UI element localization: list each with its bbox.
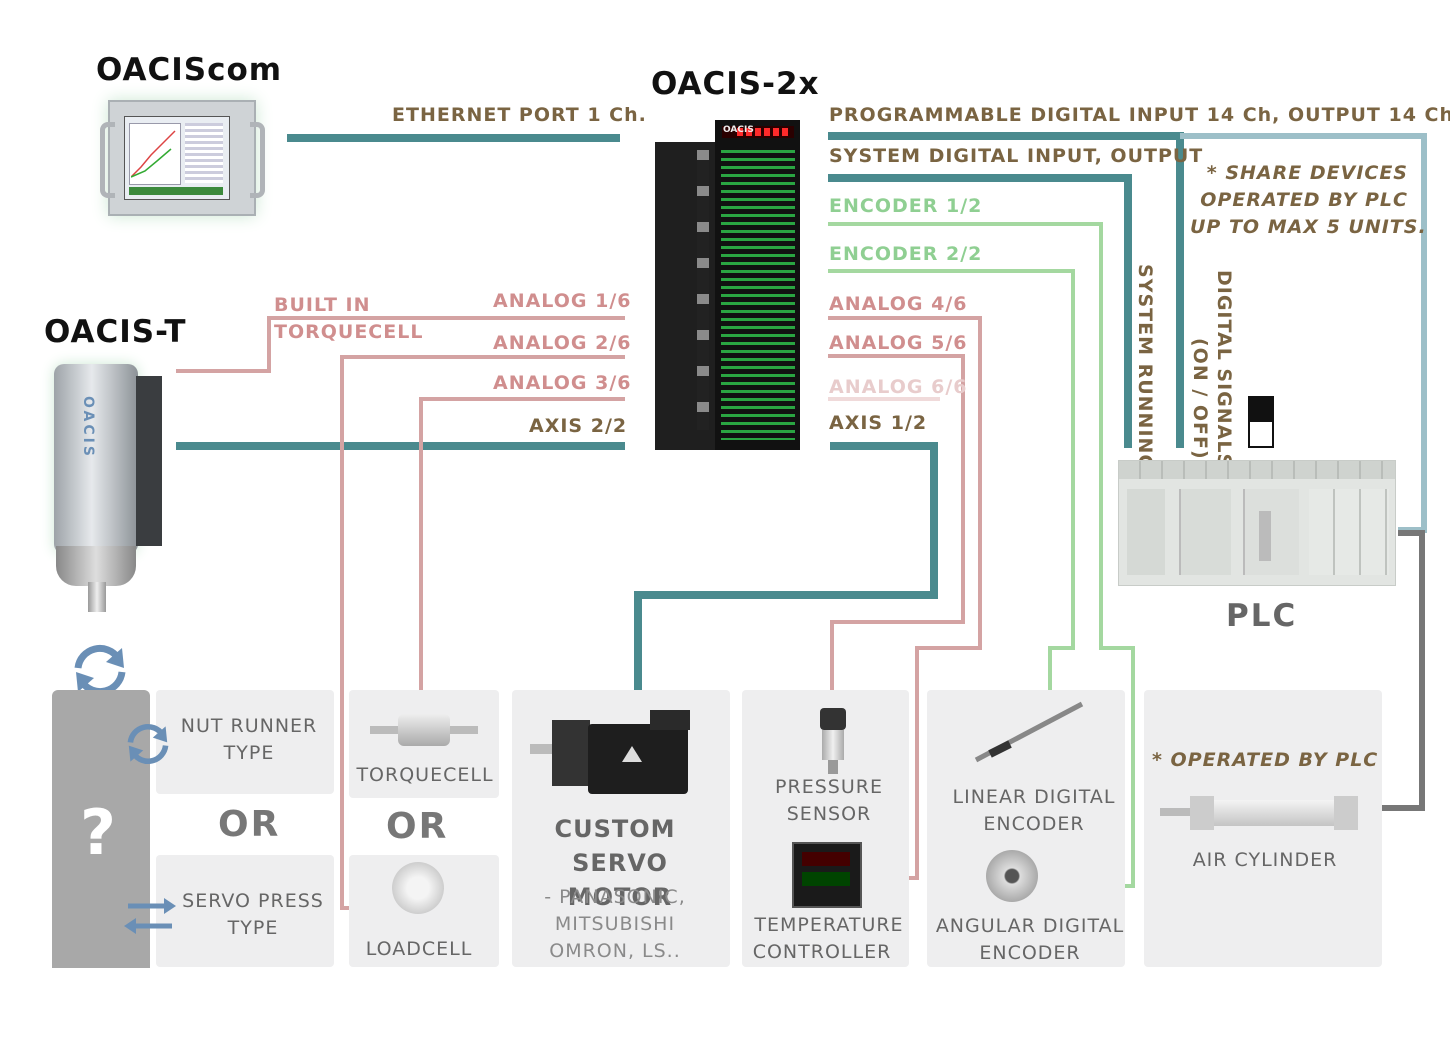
swap-arrows-icon bbox=[124, 898, 176, 934]
pressure-label-1: PRESSURE bbox=[775, 776, 883, 798]
custom-label-1: CUSTOM bbox=[554, 815, 676, 843]
air-cylinder-label: AIR CYLINDER bbox=[1192, 849, 1338, 871]
loadcell-image bbox=[392, 862, 444, 914]
encoder1-label: ENCODER 1/2 bbox=[829, 195, 983, 217]
oaciscom-handle-right bbox=[250, 122, 265, 198]
makers-label-3: OMRON, LS.. bbox=[549, 940, 681, 962]
oacist-brand: OACIS bbox=[80, 396, 96, 459]
nut-runner-label-2: TYPE bbox=[223, 742, 275, 764]
linear-encoder-image bbox=[974, 701, 1084, 763]
oacist-device: OACIS bbox=[52, 356, 167, 616]
angular-label-2: ENCODER bbox=[979, 942, 1081, 964]
sys-io-wire bbox=[828, 174, 1132, 448]
share-note-1: * SHARE DEVICES bbox=[1206, 162, 1408, 184]
on-off-label: (ON / OFF) bbox=[1189, 338, 1211, 460]
servo-press-box bbox=[156, 855, 334, 967]
analog3-wire bbox=[419, 397, 625, 700]
switch-icon bbox=[1248, 396, 1274, 448]
air-cylinder-wire bbox=[1374, 530, 1425, 811]
air-cylinder-image bbox=[1160, 790, 1360, 836]
servo-press-label-1: SERVO PRESS bbox=[182, 890, 324, 912]
plc-device bbox=[1118, 460, 1396, 586]
oacis2x-brand: OACIS bbox=[723, 125, 754, 135]
oaciscom-panel bbox=[100, 100, 270, 220]
share-note-3: UP TO MAX 5 UNITS. bbox=[1190, 216, 1427, 238]
temperature-controller-image bbox=[792, 842, 862, 908]
torquecell-label: TORQUECELL bbox=[356, 764, 494, 786]
makers-label-1: - PANASONIC, bbox=[544, 886, 686, 908]
encoder2-wire bbox=[828, 269, 1075, 710]
pressure-label-2: SENSOR bbox=[786, 803, 872, 825]
pressure-sensor-image bbox=[818, 708, 848, 774]
refresh-icon bbox=[127, 723, 169, 765]
oacis2x-controller: OACIS bbox=[655, 120, 800, 450]
angular-label-1: ANGULAR DIGITAL bbox=[935, 915, 1125, 937]
axis1-label: AXIS 1/2 bbox=[829, 412, 928, 434]
oaciscom-handle-left bbox=[100, 122, 115, 198]
nut-runner-label-1: NUT RUNNER bbox=[180, 715, 318, 737]
plc-operated-note: * OPERATED BY PLC bbox=[1152, 749, 1379, 771]
analog4-label: ANALOG 4/6 bbox=[829, 293, 968, 315]
or-label-1: OR bbox=[218, 804, 281, 845]
servo-motor-image bbox=[530, 706, 700, 798]
axis2-label: AXIS 2/2 bbox=[529, 415, 628, 437]
axis1-wire bbox=[634, 442, 938, 700]
analog5-wire bbox=[828, 354, 965, 700]
linear-label-1: LINEAR DIGITAL bbox=[952, 786, 1116, 808]
oacis2x-title: OACIS-2x bbox=[651, 66, 820, 102]
oaciscom-title: OACIScom bbox=[96, 52, 283, 88]
builtin-label-2: TORQUECELL bbox=[274, 321, 424, 343]
system-running-label: SYSTEM RUNNING bbox=[1134, 264, 1156, 472]
nut-runner-box bbox=[156, 690, 334, 794]
linear-label-2: ENCODER bbox=[983, 813, 1085, 835]
analog6-label: ANALOG 6/6 bbox=[829, 376, 968, 398]
ethernet-label: ETHERNET PORT 1 Ch. bbox=[392, 104, 647, 126]
analog5-label: ANALOG 5/6 bbox=[829, 332, 968, 354]
or-label-2: OR bbox=[386, 806, 449, 847]
temp-label-1: TEMPERATURE bbox=[754, 914, 904, 936]
analog3-label: ANALOG 3/6 bbox=[493, 372, 632, 394]
builtin-label-1: BUILT IN bbox=[274, 294, 371, 316]
question-icon: ? bbox=[80, 796, 116, 869]
oacist-title: OACIS-T bbox=[44, 314, 187, 350]
torquecell-image bbox=[370, 712, 478, 748]
loadcell-label: LOADCELL bbox=[365, 938, 473, 960]
servo-press-label-2: TYPE bbox=[227, 917, 279, 939]
share-note-2: OPERATED BY PLC bbox=[1200, 189, 1408, 211]
custom-label-2: SERVO MOTOR bbox=[567, 849, 673, 911]
encoder2-label: ENCODER 2/2 bbox=[829, 243, 983, 265]
analog1-label: ANALOG 1/6 bbox=[493, 290, 632, 312]
makers-label-2: MITSUBISHI bbox=[554, 913, 676, 935]
plc-title: PLC bbox=[1226, 598, 1298, 634]
temp-label-2: CONTROLLER bbox=[752, 941, 892, 963]
sys-io-label: SYSTEM DIGITAL INPUT, OUTPUT bbox=[829, 145, 1204, 167]
prog-io-label: PROGRAMMABLE DIGITAL INPUT 14 Ch, OUTPUT… bbox=[829, 104, 1450, 126]
builtin-torquecell-wire bbox=[176, 316, 625, 373]
oaciscom-screen bbox=[124, 116, 230, 200]
digital-signals-label: DIGITAL SIGNALS bbox=[1213, 270, 1235, 469]
analog2-label: ANALOG 2/6 bbox=[493, 332, 632, 354]
angular-encoder-image bbox=[986, 850, 1038, 902]
